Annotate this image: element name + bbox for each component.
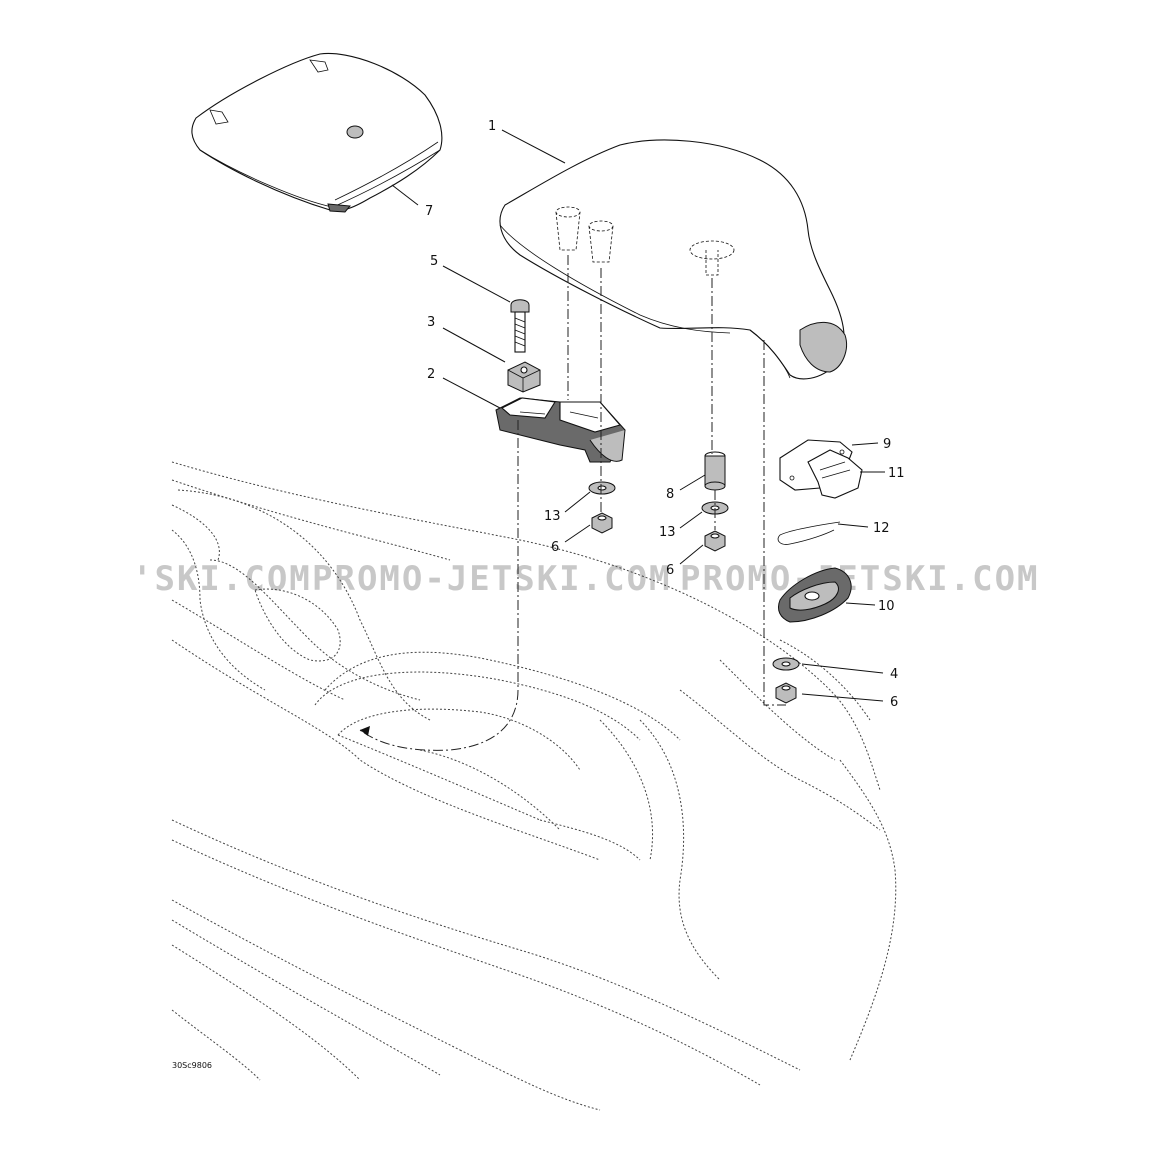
- drawing-code: 30Sc9806: [172, 1061, 212, 1070]
- watermark-left: 'SKI.COM: [132, 559, 312, 599]
- part-5-bolt: [510, 299, 530, 353]
- callout-4: 4: [890, 667, 898, 682]
- callout-6a: 6: [551, 540, 559, 555]
- callout-1: 1: [488, 119, 496, 134]
- callout-13b: 13: [659, 525, 676, 540]
- callout-6c: 6: [890, 695, 898, 710]
- part-2-support: [495, 397, 626, 463]
- callout-labels: 1 2 3 4 5 6 6 6 7 8 9 10 11 12 13 13: [425, 119, 905, 710]
- callout-7: 7: [425, 204, 433, 219]
- part-1-backrest: [499, 139, 847, 380]
- part-6-nut-a: [591, 512, 613, 534]
- assembly-arrow-head: [360, 726, 370, 736]
- callout-2: 2: [427, 367, 435, 382]
- part-11-latch: [807, 449, 863, 499]
- part-8-spacer: [704, 451, 726, 491]
- callout-8: 8: [666, 487, 674, 502]
- callout-10: 10: [878, 599, 895, 614]
- part-6-nut-b: [704, 530, 726, 552]
- callout-12: 12: [873, 521, 890, 536]
- callout-3: 3: [427, 315, 435, 330]
- part-7-cover: [191, 52, 443, 213]
- hull-outline: [171, 461, 897, 1111]
- part-10-latch-base: [777, 567, 852, 623]
- part-4-washer: [772, 657, 800, 671]
- assembly-axes: [359, 255, 786, 751]
- part-3-square-nut: [507, 361, 541, 393]
- callout-6b: 6: [666, 563, 674, 578]
- part-13-washer-a: [588, 481, 616, 495]
- part-12-spring: [777, 521, 841, 545]
- watermark-right: PROMO-JETSKI.COM: [680, 559, 1040, 599]
- callout-9: 9: [883, 437, 891, 452]
- callout-13a: 13: [544, 509, 561, 524]
- leader-lines: [391, 129, 885, 702]
- callout-5: 5: [430, 254, 438, 269]
- watermark-middle: PROMO-JETSKI.COM: [312, 559, 672, 599]
- part-6-nut-c: [775, 682, 797, 704]
- watermark: 'SKI.COM PROMO-JETSKI.COM PROMO-JETSKI.C…: [132, 559, 1040, 599]
- callout-11: 11: [888, 466, 905, 481]
